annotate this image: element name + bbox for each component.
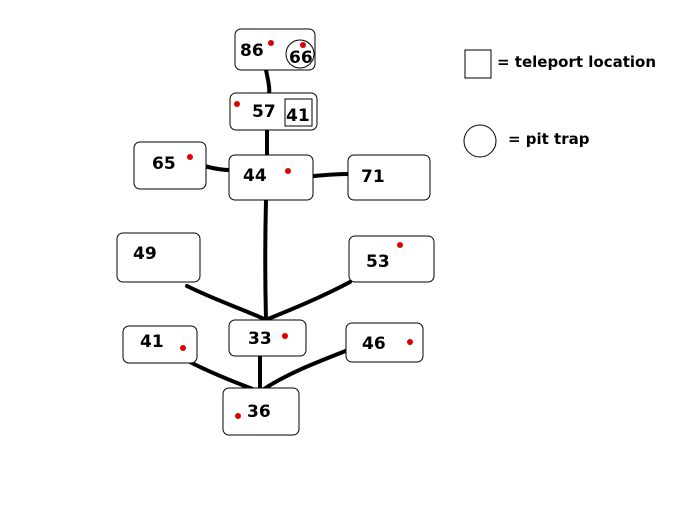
room-71: 71 [347, 154, 431, 201]
room-36: 36 [222, 387, 300, 436]
legend-pit-circle [463, 124, 497, 158]
room-65: 65 [133, 141, 207, 190]
connector-65-44 [202, 164, 231, 172]
teleport-square [284, 98, 313, 127]
connector-86-57 [264, 68, 272, 96]
room-65-box [133, 141, 207, 190]
pit-trap-marker-dot [300, 42, 306, 48]
legend-teleport-square [464, 49, 492, 79]
pit-trap-circle [285, 39, 315, 69]
room-44-number: 44 [243, 166, 267, 186]
room-71-number: 71 [361, 167, 385, 187]
room-57-box [229, 92, 318, 131]
pit-trap-number: 66 [289, 48, 313, 68]
room-86-box [234, 28, 316, 71]
room-33-box [228, 319, 307, 357]
legend-pit-label: = pit trap [508, 130, 590, 148]
room-33-number: 33 [248, 329, 272, 349]
room-71-box [347, 154, 431, 201]
room-49-box [116, 232, 201, 283]
room-53-number: 53 [366, 252, 390, 272]
room-46-marker-dot [407, 339, 413, 345]
room-46-box [345, 322, 424, 363]
room-49-number: 49 [133, 244, 157, 264]
room-36-marker-dot [235, 413, 241, 419]
room-41-marker-dot [180, 345, 186, 351]
room-36-number: 36 [247, 402, 271, 422]
room-65-number: 65 [152, 154, 176, 174]
connector-49-33 [185, 284, 266, 321]
room-65-marker-dot [187, 154, 193, 160]
connector-44-33 [263, 198, 268, 322]
room-41: 41 [122, 325, 198, 364]
room-41-box [122, 325, 198, 364]
room-57-number: 57 [252, 102, 276, 122]
room-53-box [348, 235, 435, 283]
room-57: 57 41 [229, 92, 318, 131]
legend: = teleport location = pit trap [463, 49, 656, 158]
room-57-marker-dot [234, 101, 240, 107]
connector-41-36 [188, 360, 257, 392]
connector-44-71 [312, 172, 351, 178]
room-86-number: 86 [240, 41, 264, 61]
room-86: 86 66 [234, 28, 316, 71]
room-53-marker-dot [397, 242, 403, 248]
room-53: 53 [348, 235, 435, 283]
room-86-marker-dot [268, 40, 274, 46]
teleport-number: 41 [286, 106, 310, 126]
room-46: 46 [345, 322, 424, 363]
room-44: 44 [228, 154, 314, 201]
room-49: 49 [116, 232, 201, 283]
room-44-box [228, 154, 314, 201]
room-36-box [222, 387, 300, 436]
room-33-marker-dot [282, 333, 288, 339]
connector-53-33 [266, 280, 352, 321]
room-33: 33 [228, 319, 307, 357]
legend-teleport-label: = teleport location [497, 53, 656, 71]
room-44-marker-dot [285, 168, 291, 174]
room-41-number: 41 [140, 332, 164, 352]
room-46-number: 46 [362, 334, 386, 354]
connector-46-36 [262, 348, 350, 391]
